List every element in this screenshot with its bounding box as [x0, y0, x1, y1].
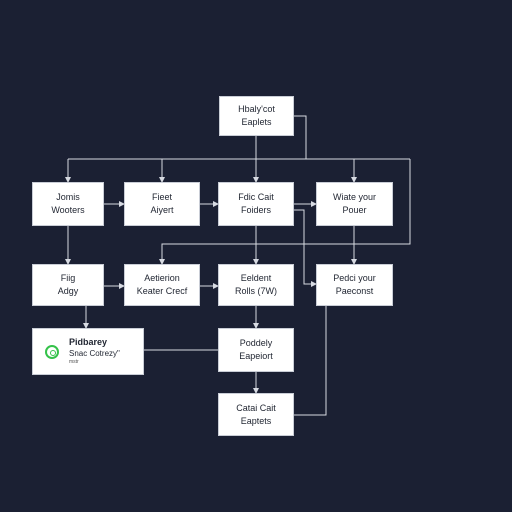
node-fiig[interactable]: Fiig Adgy: [32, 264, 104, 306]
node-eeldent[interactable]: Eeldent Rolls (7W): [218, 264, 294, 306]
node-label-line2: Eaplets: [241, 117, 272, 127]
node-label-line2: Wooters: [51, 205, 85, 215]
node-label-line1: Aetierion: [144, 273, 180, 283]
node-label-line2: Keater Crecf: [136, 286, 188, 296]
node-label-line1: Wiate your: [332, 192, 376, 202]
node-pidbarey[interactable]: Pidbarey Snac Cotrezy" mstr: [32, 328, 144, 375]
node-label-line3: mstr: [69, 359, 79, 365]
node-pedci-your[interactable]: Pedci your Paeconst: [316, 264, 393, 306]
node-label-line1: Eeldent: [240, 273, 272, 283]
node-label-line1: Fieet: [151, 192, 172, 202]
node-label-line1: Fdic Cait: [238, 192, 274, 202]
node-label-line2: Eaptets: [240, 415, 272, 426]
node-label-line2: Rolls (7W): [235, 286, 277, 296]
node-label-line1: Jomis: [56, 192, 80, 202]
connector-pedci-to-catai: [294, 306, 327, 416]
node-label-line2: Eapeiort: [239, 351, 273, 361]
node-poddely[interactable]: Poddely Eapeiort: [218, 328, 294, 372]
node-label-line2: Pouer: [342, 205, 367, 215]
node-label-line2: Paeconst: [335, 286, 374, 296]
node-jomis[interactable]: Jomis Wooters: [32, 182, 104, 226]
node-label-line2: Foiders: [240, 205, 271, 215]
node-fdic-cait[interactable]: Fdic Cait Foiders: [218, 182, 294, 226]
node-label-line1: Pedci your: [333, 273, 376, 283]
node-label-line2: Snac Cotrezy": [69, 349, 120, 358]
node-catai-cait[interactable]: Catai Cait Eaptets: [218, 393, 294, 436]
node-aetierion[interactable]: Aetierion Keater Crecf: [124, 264, 200, 306]
node-label-line2: Aiyert: [150, 205, 174, 215]
connector-loop-right: [159, 159, 411, 265]
node-label-line1: Fiig: [60, 273, 76, 283]
node-fieet[interactable]: Fieet Aiyert: [124, 182, 200, 226]
node-pidbarey-texts: Pidbarey Snac Cotrezy" mstr: [69, 337, 120, 366]
node-hbalycot[interactable]: Hbaly'cot Eaplets: [219, 96, 294, 136]
node-label-line1: Pidbarey: [69, 337, 108, 347]
node-label-line1: Hbaly'cot: [238, 104, 275, 114]
node-label-line1: Poddely: [239, 338, 273, 348]
node-wiate-your[interactable]: Wiate your Pouer: [316, 182, 393, 226]
node-label-line1: Catai Cait: [236, 402, 276, 413]
node-label-line2: Adgy: [57, 286, 79, 296]
connector-top-right-route: [294, 115, 307, 159]
connector-fdic-side-route: [294, 209, 317, 287]
green-ring-logo-icon: [45, 344, 59, 359]
